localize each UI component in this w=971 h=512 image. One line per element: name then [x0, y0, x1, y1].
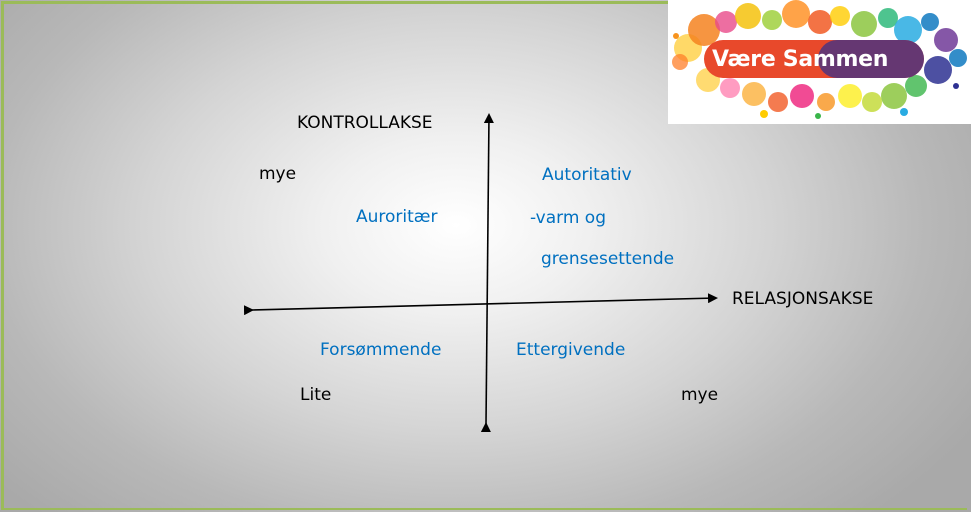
- logo-text: Være Sammen: [712, 47, 889, 72]
- vertical-axis-label: KONTROLLAKSE: [297, 113, 433, 133]
- scale-bottom-right: mye: [681, 385, 719, 405]
- quadrant-top-right-line3: grensesettende: [541, 249, 675, 269]
- quadrant-top-right-line2: -varm og: [530, 208, 607, 228]
- scale-top-left: mye: [259, 164, 297, 184]
- quadrant-bottom-left-label: Forsømmende: [320, 340, 442, 360]
- quadrant-bottom-right-label: Ettergivende: [516, 340, 626, 360]
- horizontal-axis-label: RELASJONSAKSE: [732, 289, 874, 309]
- vertical-axis: [480, 113, 494, 433]
- slide-frame-bottom: [1, 508, 967, 510]
- quadrant-top-left-label: Auroritær: [356, 207, 438, 227]
- quadrant-top-right-line1: Autoritativ: [542, 165, 632, 185]
- vaere-sammen-logo: Være Sammen: [668, 0, 971, 124]
- scale-bottom-left: Lite: [300, 385, 332, 405]
- horizontal-axis: [243, 293, 718, 316]
- logo-bubbles: [672, 0, 967, 119]
